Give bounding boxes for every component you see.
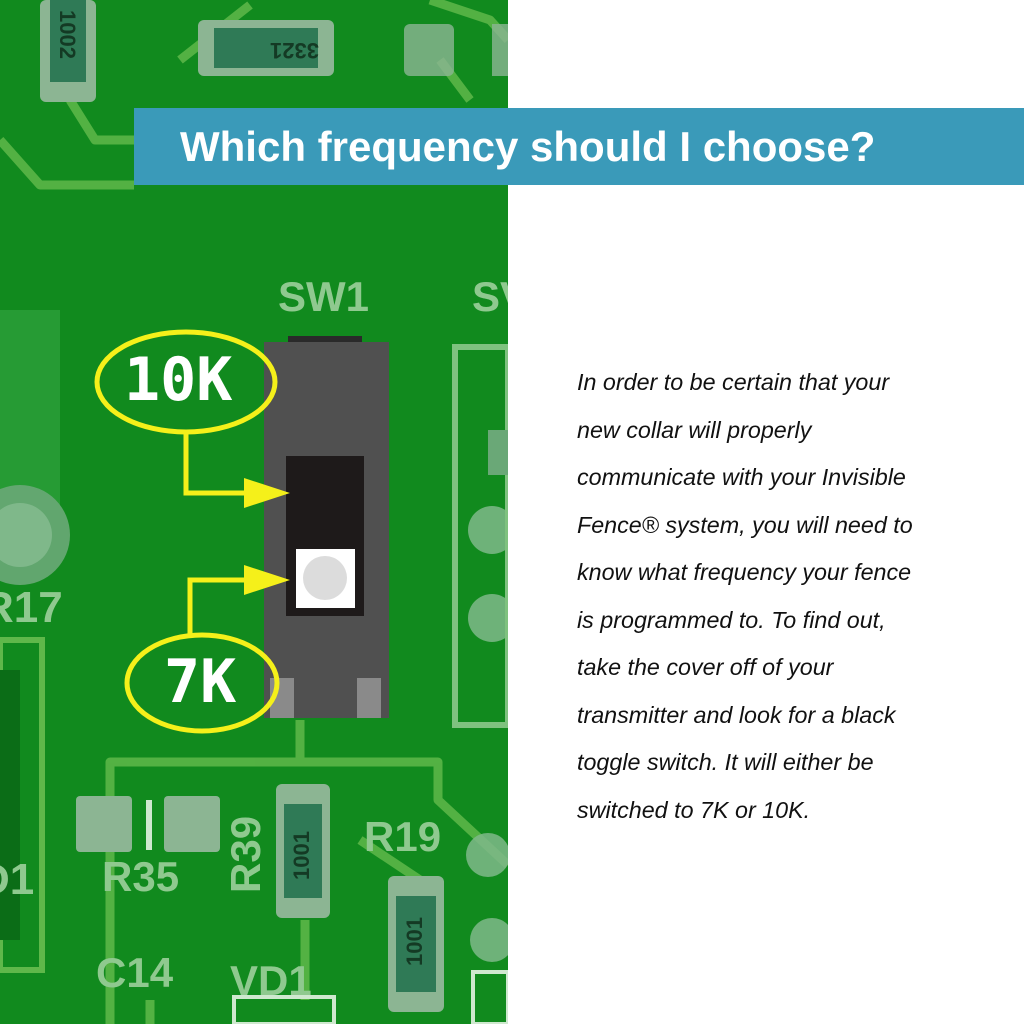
label-r19: R19 (364, 813, 442, 860)
chip-marking-r19: 1001 (402, 917, 427, 966)
label-d1-partial: D1 (0, 855, 35, 904)
instruction-line: transmitter and look for a black (577, 701, 896, 728)
instruction-line: know what frequency your fence (577, 559, 912, 585)
label-sw1: SW1 (278, 273, 370, 320)
instruction-line: In order to be certain that your (577, 369, 890, 395)
instruction-line: new collar will properly (577, 416, 812, 443)
instruction-line: switched to 7K or 10K. (577, 796, 811, 823)
callout-10k: 10K (124, 345, 233, 415)
chip-marking-1002: 1002 (55, 10, 80, 59)
instruction-line: communicate with your Invisible (577, 464, 906, 490)
instruction-line: toggle switch. It will either be (577, 749, 874, 775)
chip-marking-3321: 3321 (270, 38, 319, 63)
label-sw-partial: SV (472, 273, 508, 320)
page-title: Which frequency should I choose? (180, 123, 876, 170)
instruction-line: is programmed to. To find out, (577, 606, 886, 633)
label-r17: R17 (0, 583, 63, 632)
label-r35: R35 (102, 853, 180, 900)
title-banner: Which frequency should I choose? (134, 108, 1024, 185)
instruction-text: In order to be certain that your new col… (577, 359, 977, 834)
chip-marking-r39: 1001 (289, 831, 314, 880)
instruction-line: take the cover off of your (577, 654, 834, 680)
label-r39: R39 (222, 815, 269, 893)
callout-7k: 7K (164, 647, 237, 717)
board-artwork (0, 0, 508, 1024)
label-vd1: VD1 (230, 957, 312, 1004)
label-c14: C14 (96, 949, 174, 996)
instruction-line: Fence® system, you will need to (577, 511, 913, 538)
